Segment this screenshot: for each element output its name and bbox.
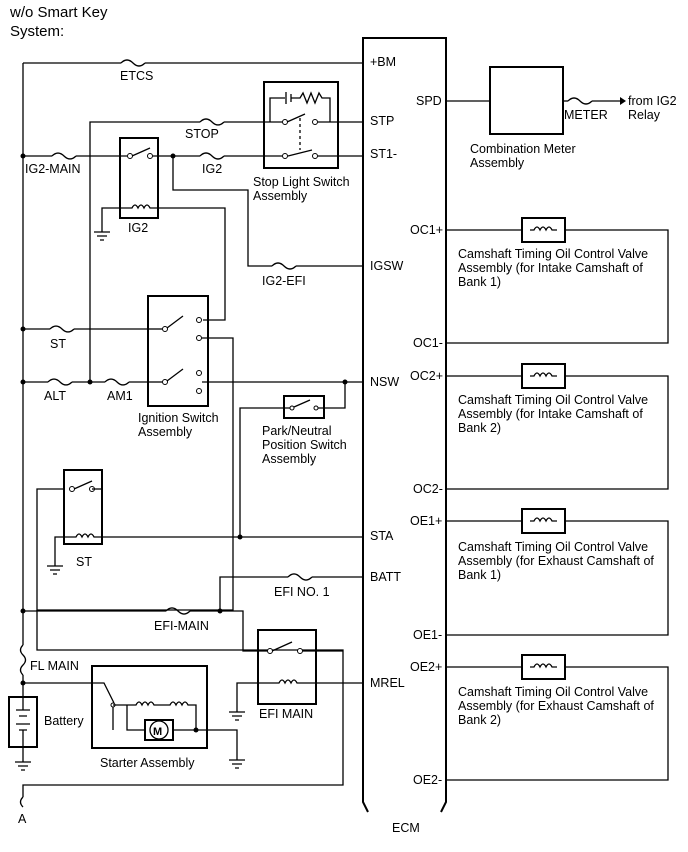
pin-igsw: IGSW: [370, 259, 404, 273]
combination-meter-label1: Combination Meter: [470, 142, 576, 156]
valve-oe2-box: [521, 654, 566, 680]
battery-label: Battery: [44, 714, 84, 728]
from-ig2-label1: from IG2: [628, 94, 677, 108]
valve-oc1-label1: Camshaft Timing Oil Control Valve: [458, 247, 648, 261]
from-ig2-label2: Relay: [628, 108, 661, 122]
valve-oc2-box: [521, 363, 566, 389]
header-line1: w/o Smart Key: [9, 4, 108, 21]
ig2-relay-label: IG2: [128, 221, 148, 235]
ig2-main-label: IG2-MAIN: [25, 162, 81, 176]
st-fuse-label: ST: [50, 337, 66, 351]
ground-ref-label: A: [18, 812, 27, 826]
ground-symbol: [15, 761, 31, 771]
stop-light-switch-label2: Assembly: [253, 189, 308, 203]
park-neutral-label3: Assembly: [262, 452, 317, 466]
etcs-fuse: [120, 59, 146, 67]
ig2-main-fuse: [51, 152, 77, 160]
pin-oe2p: OE2+: [410, 660, 442, 674]
pin-mrel: MREL: [370, 676, 405, 690]
ignition-switch-label1: Ignition Switch: [138, 411, 219, 425]
st-fuse: [49, 325, 75, 333]
meter-label: METER: [564, 108, 608, 122]
valve-oe1-label1: Camshaft Timing Oil Control Valve: [458, 540, 648, 554]
valve-oe1-label3: Bank 1): [458, 568, 501, 582]
ig2-relay-box: [119, 137, 159, 219]
pin-nsw: NSW: [370, 375, 399, 389]
fl-main-fuse: [19, 644, 27, 676]
starter-assembly-label: Starter Assembly: [100, 756, 195, 770]
am1-label: AM1: [107, 389, 133, 403]
ig2-efi-fuse: [271, 262, 297, 270]
motor-label: M: [153, 726, 162, 738]
efi-no1-label: EFI NO. 1: [274, 585, 330, 599]
ecm-label: ECM: [392, 821, 420, 835]
valve-oc2-label1: Camshaft Timing Oil Control Valve: [458, 393, 648, 407]
ecm-box: [362, 37, 447, 813]
stop-light-switch-label1: Stop Light Switch: [253, 175, 350, 189]
ignition-switch-label2: Assembly: [138, 425, 193, 439]
st-relay-label: ST: [76, 555, 92, 569]
alt-label: ALT: [44, 389, 66, 403]
ig2-fuse: [199, 152, 225, 160]
pin-oe2m: OE2-: [413, 773, 442, 787]
ground-symbol: [229, 759, 245, 769]
park-neutral-label2: Position Switch: [262, 438, 347, 452]
alt-fuse: [47, 378, 73, 386]
stop-label: STOP: [185, 127, 219, 141]
pin-st1: ST1-: [370, 147, 397, 161]
park-neutral-switch-box: [283, 395, 325, 419]
ig2-efi-label: IG2-EFI: [262, 274, 306, 288]
pin-stp: STP: [370, 114, 394, 128]
pin-sta: STA: [370, 529, 394, 543]
ig2-label: IG2: [202, 162, 222, 176]
starter-assembly-box: [91, 665, 208, 749]
park-neutral-label1: Park/Neutral: [262, 424, 331, 438]
ignition-switch-box: [147, 295, 209, 407]
combination-meter-box: [489, 66, 564, 135]
valve-oe1-label2: Assembly (for Exhaust Camshaft of: [458, 554, 654, 568]
pin-batt: BATT: [370, 570, 401, 584]
valve-oc2-label2: Assembly (for Intake Camshaft of: [458, 407, 643, 421]
pin-bm: +BM: [370, 55, 396, 69]
efi-main-relay-box: [257, 629, 317, 705]
valve-oc2-label3: Bank 2): [458, 421, 501, 435]
valve-oc1-label3: Bank 1): [458, 275, 501, 289]
pin-oe1p: OE1+: [410, 514, 442, 528]
ground-symbol: [229, 711, 245, 721]
pin-oc1m: OC1-: [413, 336, 443, 350]
pin-oc2p: OC2+: [410, 369, 443, 383]
ground-symbol: [47, 565, 63, 575]
efi-main-fuse: [165, 607, 191, 615]
valve-oc1-label2: Assembly (for Intake Camshaft of: [458, 261, 643, 275]
valve-oe1-box: [521, 508, 566, 534]
stop-light-switch-box: [263, 81, 339, 169]
pin-oe1m: OE1-: [413, 628, 442, 642]
pin-spd: SPD: [416, 94, 442, 108]
meter-fuse: [567, 97, 593, 105]
efi-main-fuse-label: EFI-MAIN: [154, 619, 209, 633]
efi-main-relay-label: EFI MAIN: [259, 707, 313, 721]
valve-oe2-label1: Camshaft Timing Oil Control Valve: [458, 685, 648, 699]
etcs-label: ETCS: [120, 69, 153, 83]
fl-main-label: FL MAIN: [30, 659, 79, 673]
am1-fuse: [104, 378, 130, 386]
stop-fuse: [199, 118, 225, 126]
pin-oc1p: OC1+: [410, 223, 443, 237]
valve-oe2-label2: Assembly (for Exhaust Camshaft of: [458, 699, 654, 713]
ground-symbol: [94, 231, 110, 241]
efi-no1-fuse: [287, 573, 313, 581]
valve-oe2-label3: Bank 2): [458, 713, 501, 727]
valve-oc1-box: [521, 217, 566, 243]
header-line2: System:: [10, 23, 64, 40]
combination-meter-label2: Assembly: [470, 156, 525, 170]
pin-oc2m: OC2-: [413, 482, 443, 496]
st-relay-box: [63, 469, 103, 545]
